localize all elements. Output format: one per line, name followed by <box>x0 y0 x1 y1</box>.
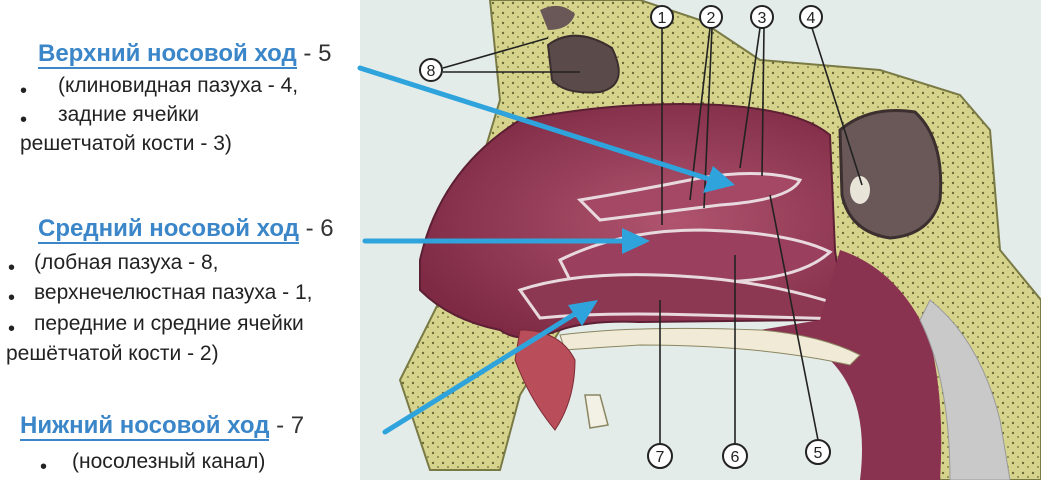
svg-text:3: 3 <box>758 10 767 27</box>
sinus-ostium <box>850 176 870 204</box>
lower-meatus-title: Нижний носовой ход <box>20 412 270 441</box>
pharynx-wall <box>919 299 1011 480</box>
middle-meatus-line-4: решётчатой кости - 2) <box>6 342 219 365</box>
svg-text:4: 4 <box>807 10 816 27</box>
lower-meatus-heading: Нижний носовой ход - 7 <box>20 412 305 441</box>
upper-lip <box>514 329 576 431</box>
bullet: • <box>8 257 16 279</box>
arrow-upper-head <box>703 166 735 193</box>
frontal-sinus-upper <box>540 5 575 30</box>
upper-meatus-heading: Верхний носовой ход - 5 <box>38 40 332 69</box>
svg-text:2: 2 <box>707 10 716 27</box>
lower-meatus-line-1: (носолезный канал) <box>72 450 266 473</box>
svg-text:8: 8 <box>427 63 436 80</box>
marker-8: 8 <box>419 58 443 82</box>
middle-meatus-number: - 6 <box>298 215 334 242</box>
svg-text:1: 1 <box>658 10 667 27</box>
frontal-sinus <box>546 34 620 94</box>
upper-meatus-line-2: задние ячейки <box>58 103 200 126</box>
marker-2: 2 <box>699 5 723 29</box>
bullet: • <box>40 456 48 478</box>
marker-7: 7 <box>647 443 673 469</box>
bullet: • <box>8 318 16 340</box>
svg-text:7: 7 <box>656 449 665 466</box>
svg-text:6: 6 <box>731 449 740 466</box>
upper-meatus-title: Верхний носовой ход <box>38 40 297 69</box>
bullet: • <box>20 80 28 102</box>
marker-3: 3 <box>750 5 774 29</box>
middle-meatus-line-1: (лобная пазуха - 8, <box>34 251 219 274</box>
arrow-middle-head <box>622 228 650 254</box>
lower-meatus-number: - 7 <box>269 412 305 439</box>
marker-1: 1 <box>650 5 674 29</box>
upper-meatus-line-3: решетчатой кости - 3) <box>20 132 232 155</box>
marker-5: 5 <box>805 439 831 465</box>
upper-meatus-line-1: (клиновидная пазуха - 4, <box>58 74 299 97</box>
hard-palate <box>559 327 861 366</box>
arrows <box>357 65 735 435</box>
arrow-upper <box>357 65 715 183</box>
marker-6: 6 <box>722 443 748 469</box>
leader-lines <box>442 27 863 445</box>
arrow-lower-head <box>568 300 598 326</box>
bullet: • <box>20 109 28 131</box>
marker-4: 4 <box>799 5 823 29</box>
middle-meatus-title: Средний носовой ход <box>38 215 299 244</box>
sphenoid-sinus <box>838 108 943 240</box>
arrow-lower <box>382 309 581 435</box>
svg-text:5: 5 <box>814 445 823 462</box>
upper-meatus-number: - 5 <box>296 40 332 67</box>
middle-meatus-line-2: верхнечелюстная пазуха - 1, <box>34 281 313 304</box>
bullet: • <box>8 287 16 309</box>
middle-meatus-heading: Средний носовой ход - 6 <box>38 215 334 244</box>
incisor-tooth <box>584 394 609 429</box>
middle-meatus-line-3: передние и средние ячейки <box>34 312 304 335</box>
